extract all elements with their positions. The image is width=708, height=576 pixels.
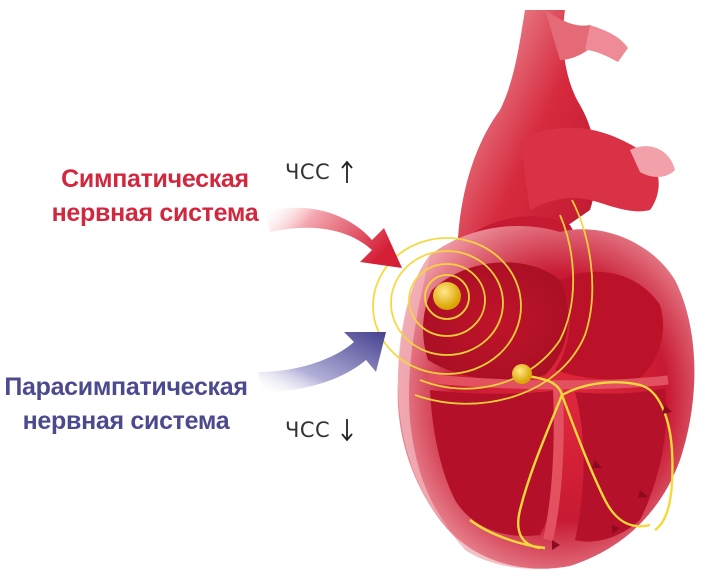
heart-rate-increase: ЧСС bbox=[285, 160, 354, 184]
parasympathetic-label-line2: нервная система bbox=[0, 404, 252, 438]
parasympathetic-label: Парасимпатическая нервная система bbox=[0, 370, 252, 438]
sympathetic-label: Симпатическая нервная система bbox=[40, 162, 270, 230]
arrow-up-icon bbox=[340, 160, 354, 184]
heart-chambers bbox=[423, 262, 668, 541]
parasympathetic-label-line1: Парасимпатическая bbox=[0, 370, 252, 404]
arrow-down-icon bbox=[340, 418, 354, 442]
hr-label-up: ЧСС bbox=[285, 160, 330, 184]
hr-label-down: ЧСС bbox=[285, 418, 330, 442]
heart-rate-decrease: ЧСС bbox=[285, 418, 354, 442]
sympathetic-label-line1: Симпатическая bbox=[40, 162, 270, 196]
sa-node bbox=[433, 282, 461, 310]
parasympathetic-arrow bbox=[258, 332, 386, 392]
av-node bbox=[512, 364, 532, 384]
sympathetic-arrow bbox=[265, 208, 402, 268]
sympathetic-label-line2: нервная система bbox=[40, 196, 270, 230]
